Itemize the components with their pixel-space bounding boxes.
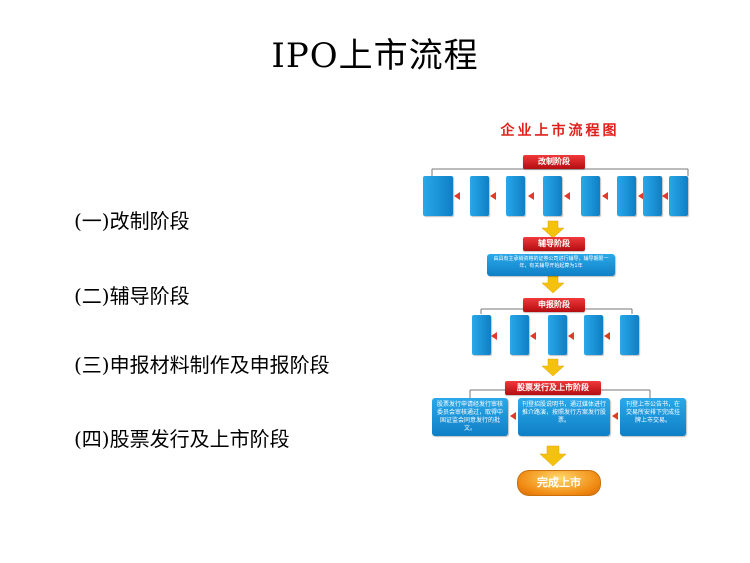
stage-item-issuance: (四)股票发行及上市阶段 bbox=[74, 427, 290, 451]
reform-step-box bbox=[470, 176, 489, 216]
reform-step-box bbox=[543, 176, 562, 216]
banner-issuance: 股票发行及上市阶段 bbox=[505, 381, 601, 395]
stage-item-tutoring: (二)辅导阶段 bbox=[74, 284, 190, 308]
banner-tutoring: 辅导阶段 bbox=[523, 237, 585, 251]
reform-step-box bbox=[617, 176, 636, 216]
stage-item-reform: (一)改制阶段 bbox=[74, 209, 190, 233]
reform-step-box bbox=[581, 176, 600, 216]
reform-step-box bbox=[506, 176, 525, 216]
filing-step-box bbox=[620, 315, 639, 355]
stage-item-filing: (三)申报材料制作及申报阶段 bbox=[74, 353, 330, 377]
filing-step-box bbox=[584, 315, 603, 355]
filing-step-box bbox=[548, 315, 567, 355]
filing-step-box bbox=[472, 315, 491, 355]
final-listing-node: 完成上市 bbox=[517, 470, 601, 496]
issuance-roadshow-box: 刊登招股说明书，通过媒体进行推介路演，按照发行方案发行股票。 bbox=[518, 398, 610, 436]
flowchart-title: 企业上市流程图 bbox=[500, 123, 620, 139]
issuance-approval-box: 股票发行申请经发行审核委员会审核通过，取得中国证监会同意发行的批文。 bbox=[432, 398, 508, 436]
reform-step-box bbox=[643, 176, 662, 216]
tutoring-note-box: 由具有主承销资格的证券公司进行辅导，辅导期限一年，有关辅导开始起算为1年 bbox=[487, 254, 615, 276]
banner-reform: 改制阶段 bbox=[523, 155, 585, 169]
issuance-listing-box: 刊登上市公告书，在交易所安排下完成挂牌上市交易。 bbox=[620, 398, 686, 436]
banner-filing: 申报阶段 bbox=[523, 298, 585, 312]
reform-step-box bbox=[423, 176, 453, 216]
reform-step-box bbox=[669, 176, 688, 216]
page-title: IPO上市流程 bbox=[271, 36, 479, 76]
filing-step-box bbox=[510, 315, 529, 355]
